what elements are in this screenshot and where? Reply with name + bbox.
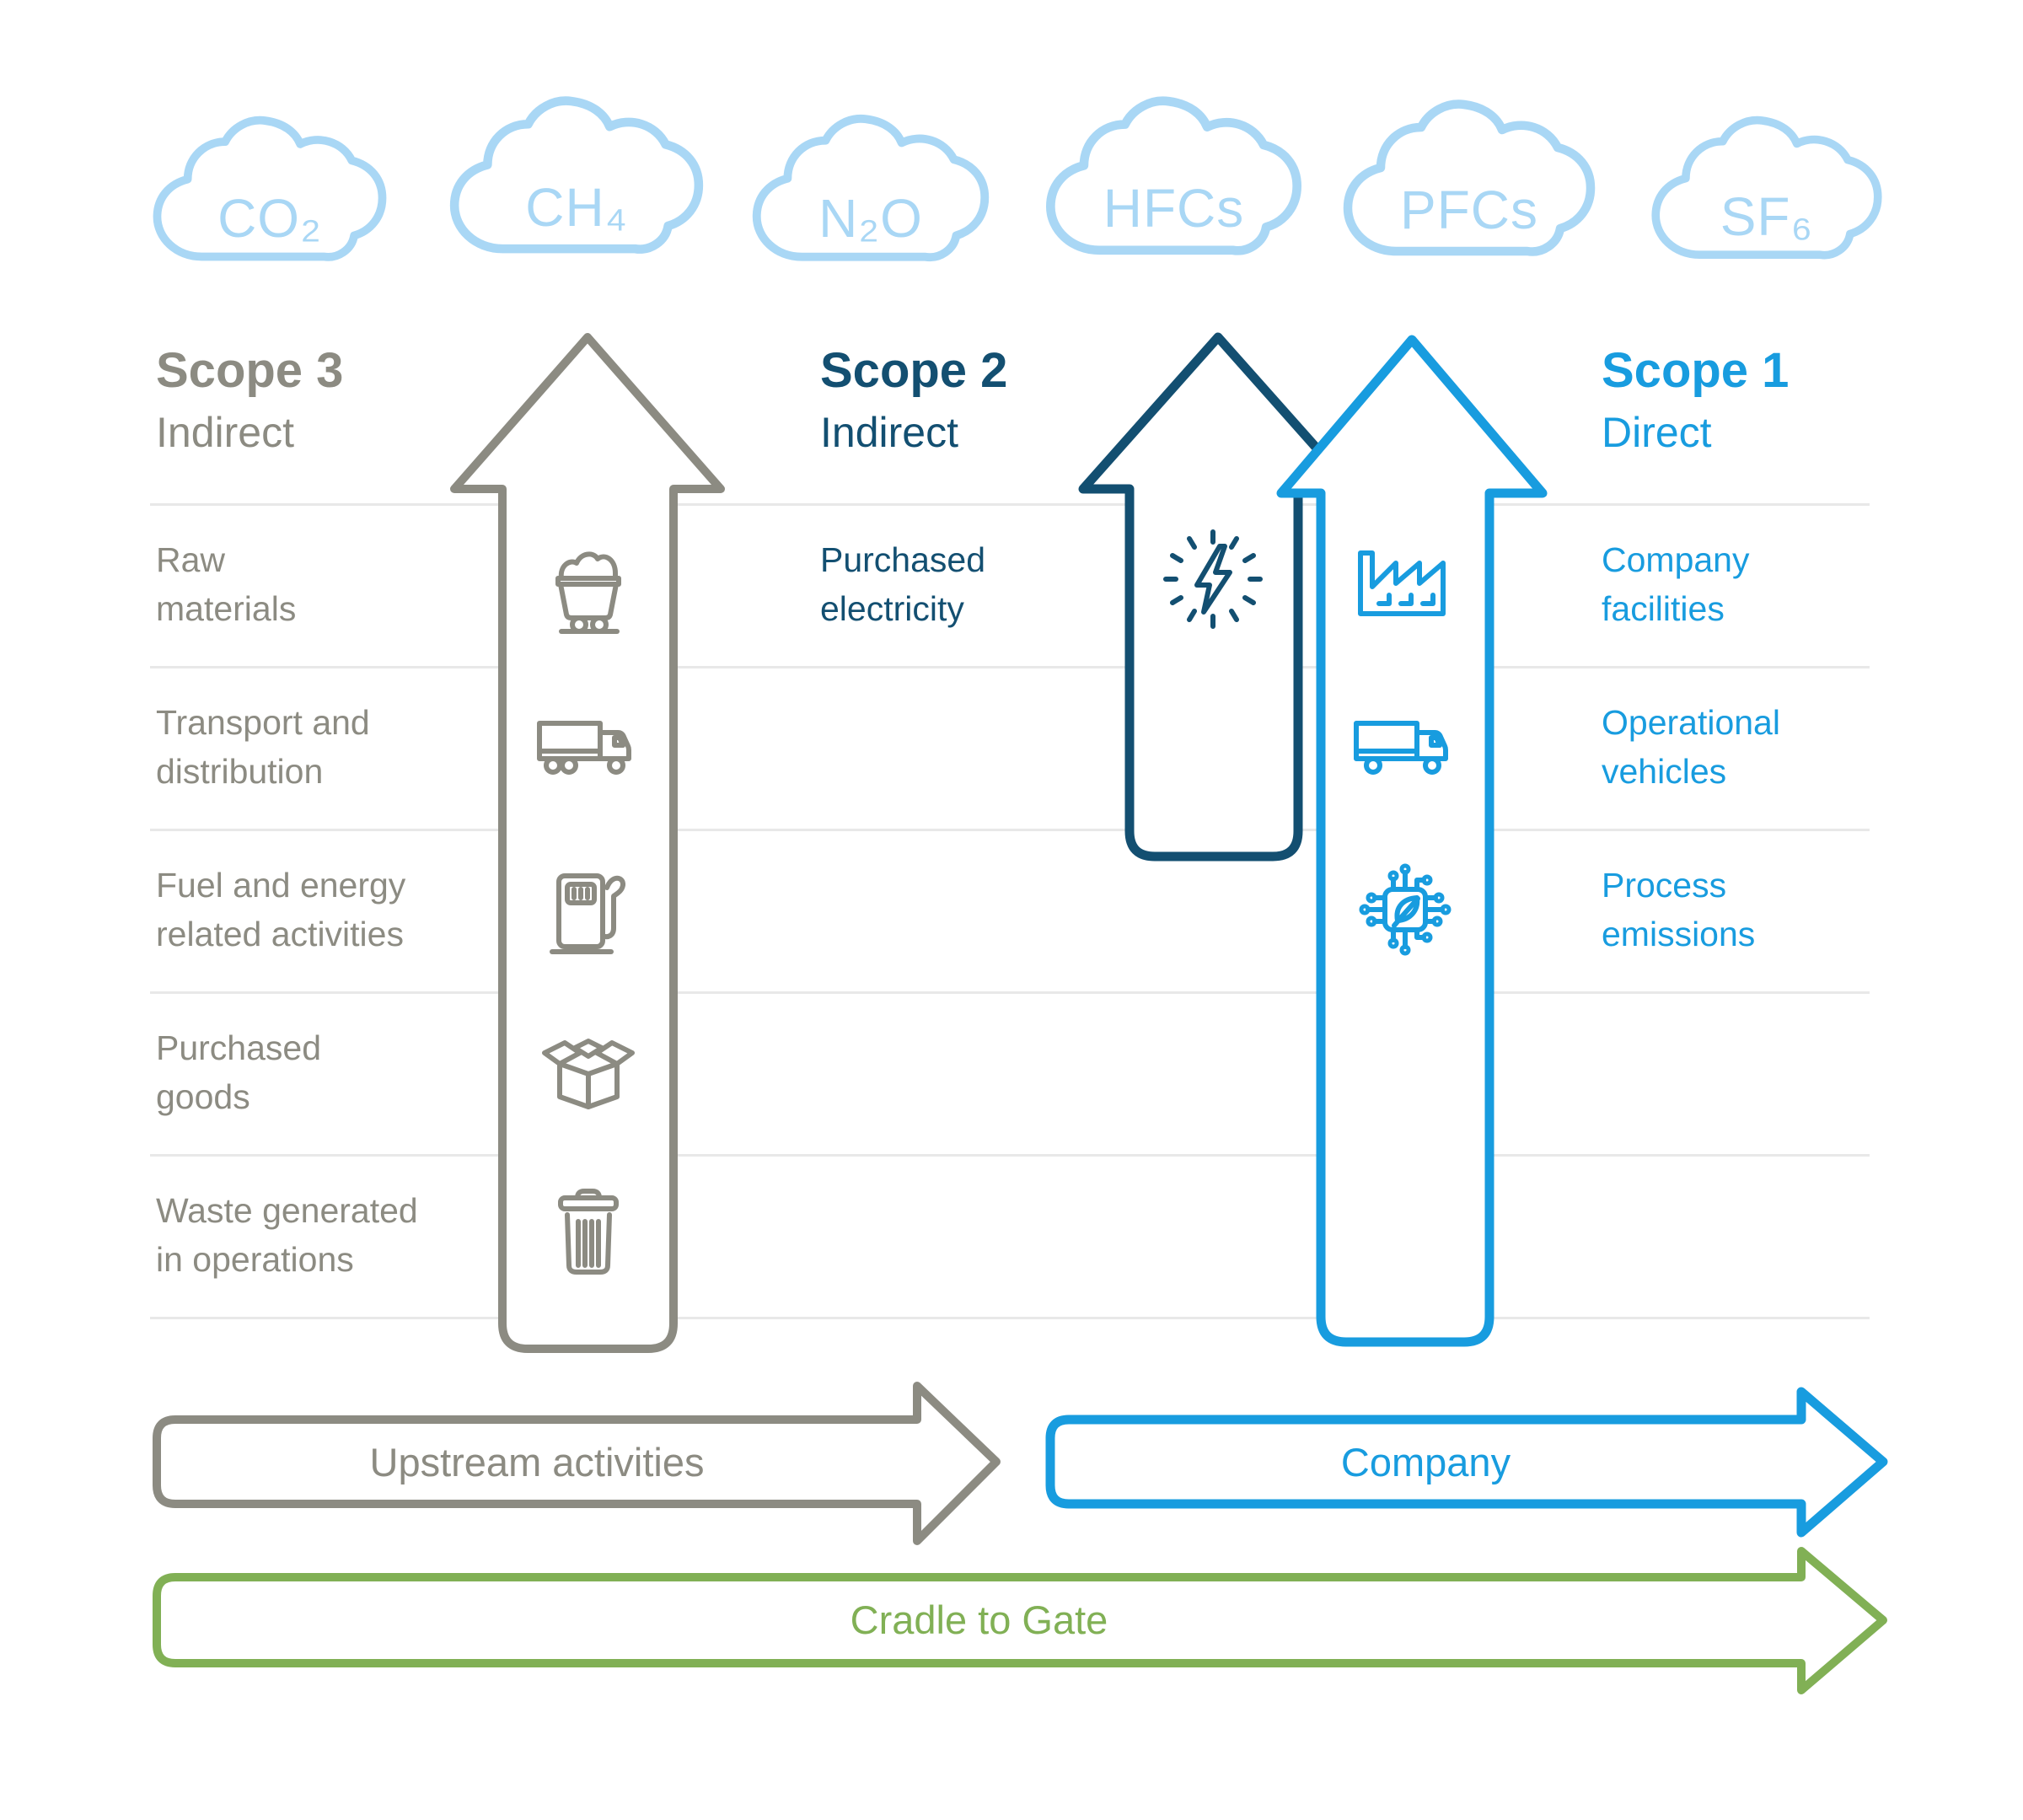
- scope2-row-label: Purchased electricity: [820, 540, 986, 628]
- cradle-to-gate-arrow: [153, 1547, 1887, 1694]
- cloud-gas-label: N₂O: [818, 187, 923, 249]
- cloud-icon: [752, 114, 990, 262]
- factory-icon: [1358, 550, 1446, 616]
- electricity-icon: [1163, 529, 1263, 629]
- minecart-icon: [555, 551, 621, 634]
- cloud-hfcs: HFCs: [1033, 91, 1315, 277]
- cloud-icon: [449, 96, 704, 254]
- cloud-icon: [1045, 96, 1302, 255]
- scope2-title: Scope 2: [820, 343, 1008, 398]
- cloud-gas-label: SF₆: [1720, 186, 1814, 248]
- company-arrow: [1045, 1387, 1888, 1538]
- row-separator: [150, 991, 1870, 994]
- cloud-sf6: SF₆: [1639, 111, 1894, 279]
- open-box-icon: [542, 1039, 635, 1109]
- scope2-subtitle: Indirect: [820, 408, 958, 456]
- cloud-gas-label: CH₄: [525, 176, 628, 238]
- row-separator: [150, 666, 1870, 668]
- scope1-heading: Scope 1 Direct: [1602, 343, 1790, 456]
- scope1-arrow: [1276, 335, 1548, 1347]
- scope3-title: Scope 3: [156, 343, 344, 398]
- scope3-row-label: Waste generated in operations: [156, 1191, 418, 1279]
- scope1-subtitle: Direct: [1602, 408, 1712, 456]
- row-separator: [150, 1154, 1870, 1157]
- company-label: Company: [1340, 1439, 1511, 1484]
- cloud-gas-label: HFCs: [1103, 177, 1245, 239]
- scope2-heading: Scope 2 Indirect: [820, 343, 1008, 456]
- cloud-pfcs: PFCs: [1330, 94, 1608, 278]
- scope2-arrow: [1078, 332, 1358, 862]
- row-separator: [150, 829, 1870, 831]
- upstream-activities-label: Upstream activities: [369, 1439, 705, 1484]
- cloud-ch4: CH₄: [437, 91, 716, 276]
- scope3-subtitle: Indirect: [156, 408, 294, 456]
- cloud-n2o: N₂O: [740, 110, 1001, 282]
- cloud-icon: [1343, 99, 1596, 256]
- scope1-row-label: Company facilities: [1602, 540, 1750, 628]
- circuit-leaf-icon: [1359, 863, 1452, 956]
- cloud-icon: [1651, 115, 1882, 260]
- scope1-row-label: Operational vehicles: [1602, 703, 1780, 791]
- fuel-pump-icon: [550, 873, 625, 954]
- truck-icon: [537, 721, 631, 775]
- cloud-co2: CO₂: [141, 111, 399, 282]
- scope3-arrow: [450, 333, 725, 1353]
- scope3-row-label: Purchased goods: [156, 1028, 322, 1116]
- trash-can-icon: [558, 1189, 619, 1275]
- scope3-row-label: Fuel and energy related activities: [156, 866, 406, 953]
- cloud-gas-label: CO₂: [217, 187, 322, 249]
- row-separator: [150, 1317, 1870, 1319]
- scope1-title: Scope 1: [1602, 343, 1790, 398]
- scope3-row-label: Raw materials: [156, 540, 297, 628]
- truck-icon: [1354, 721, 1448, 775]
- scope3-row-label: Transport and distribution: [156, 703, 370, 791]
- cloud-gas-label: PFCs: [1400, 179, 1538, 240]
- scope1-row-label: Process emissions: [1602, 866, 1756, 953]
- row-separator: [150, 503, 1870, 506]
- cloud-icon: [153, 115, 387, 261]
- upstream-activities-arrow: [153, 1382, 1001, 1545]
- scope3-heading: Scope 3 Indirect: [156, 343, 344, 456]
- cradle-to-gate-label: Cradle to Gate: [850, 1597, 1108, 1642]
